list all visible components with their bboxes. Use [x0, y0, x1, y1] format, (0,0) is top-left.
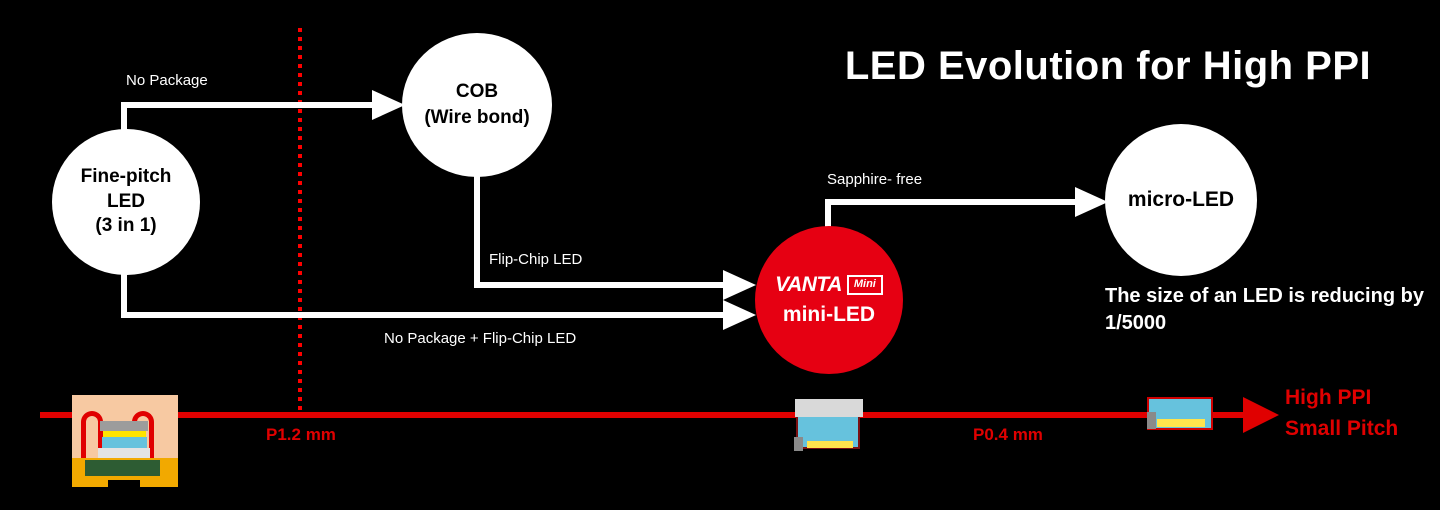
timeline-end-label-line2: Small Pitch — [1285, 417, 1399, 440]
node-mini-led-label: mini-LED — [782, 303, 876, 326]
node-mini-led: VANTA Mini mini-LED — [755, 226, 903, 374]
node-fine-pitch-line1: Fine-pitch — [80, 165, 172, 187]
arrow-no-package-head-icon — [372, 90, 405, 120]
mini-led-package-graphic — [794, 399, 863, 452]
mini-sapphire-slab — [795, 399, 863, 417]
page-title: LED Evolution for High PPI — [844, 44, 1372, 88]
fp-foot-right — [140, 480, 178, 487]
node-fine-pitch-line2: LED — [107, 190, 145, 212]
micro-electrode-tab — [1147, 412, 1156, 429]
arrow-np-fc-vertical — [121, 272, 127, 318]
arrow-sapphire-shaft — [825, 199, 1075, 205]
arrow-label-no-package-flip-chip: No Package + Flip-Chip LED — [384, 330, 577, 347]
fp-chip-active-layer — [103, 431, 146, 437]
node-fine-pitch-line3: (3 in 1) — [95, 215, 157, 237]
arrow-label-sapphire-free: Sapphire- free — [827, 171, 923, 188]
arrow-np-fc-shaft — [121, 312, 723, 318]
arrow-sapphire-head-icon — [1075, 187, 1108, 217]
fp-wire-bond-left-icon — [81, 411, 103, 458]
arrow-flip-chip-head-icon — [723, 270, 756, 300]
vanta-brand-text: VANTA — [775, 273, 842, 296]
arrow-label-flip-chip: Flip-Chip LED — [489, 251, 583, 268]
timeline-arrowhead-icon — [1243, 397, 1279, 433]
micro-active-layer — [1157, 419, 1205, 427]
timeline-pitch-label-left: P1.2 mm — [266, 425, 336, 444]
timeline-pitch-label-right: P0.4 mm — [973, 425, 1043, 444]
arrow-flip-chip-shaft — [474, 282, 723, 288]
vanta-mini-badge: Mini — [846, 275, 883, 295]
timeline-end-label-line1: High PPI — [1285, 386, 1372, 409]
arrow-sapphire-vertical — [825, 199, 831, 230]
vanta-mini-logo: VANTA Mini — [775, 273, 883, 297]
fp-chip-gan-layer — [102, 437, 147, 448]
arrow-label-no-package: No Package — [126, 72, 208, 89]
node-micro-led: micro-LED — [1105, 124, 1257, 276]
node-cob: COB (Wire bond) — [402, 33, 552, 177]
node-micro-led-label: micro-LED — [1127, 188, 1235, 211]
node-cob-line1: COB — [455, 81, 499, 103]
dotted-divider-line — [298, 28, 302, 410]
node-cob-line2: (Wire bond) — [424, 107, 530, 128]
micro-led-package-graphic — [1147, 397, 1214, 431]
arrow-no-package-shaft — [121, 102, 372, 108]
fp-green-pad — [85, 460, 160, 476]
size-reduction-note: The size of an LED is reducing by 1/5000 — [1105, 285, 1424, 334]
arrow-flip-chip-vertical — [474, 176, 480, 288]
mini-active-layer — [807, 441, 853, 448]
timeline-end-label: High PPI Small Pitch — [1285, 382, 1398, 444]
timeline-axis — [40, 412, 1246, 418]
arrow-no-package-vertical — [121, 102, 127, 134]
fp-chip-substrate — [98, 448, 150, 458]
fine-pitch-led-package-graphic — [72, 394, 178, 488]
fp-foot-left — [72, 480, 108, 487]
mini-electrode-tab — [794, 437, 803, 451]
arrow-np-fc-head-icon — [723, 300, 756, 330]
node-fine-pitch-led: Fine-pitch LED (3 in 1) — [52, 129, 200, 275]
fp-chip-top-layer — [100, 421, 148, 431]
